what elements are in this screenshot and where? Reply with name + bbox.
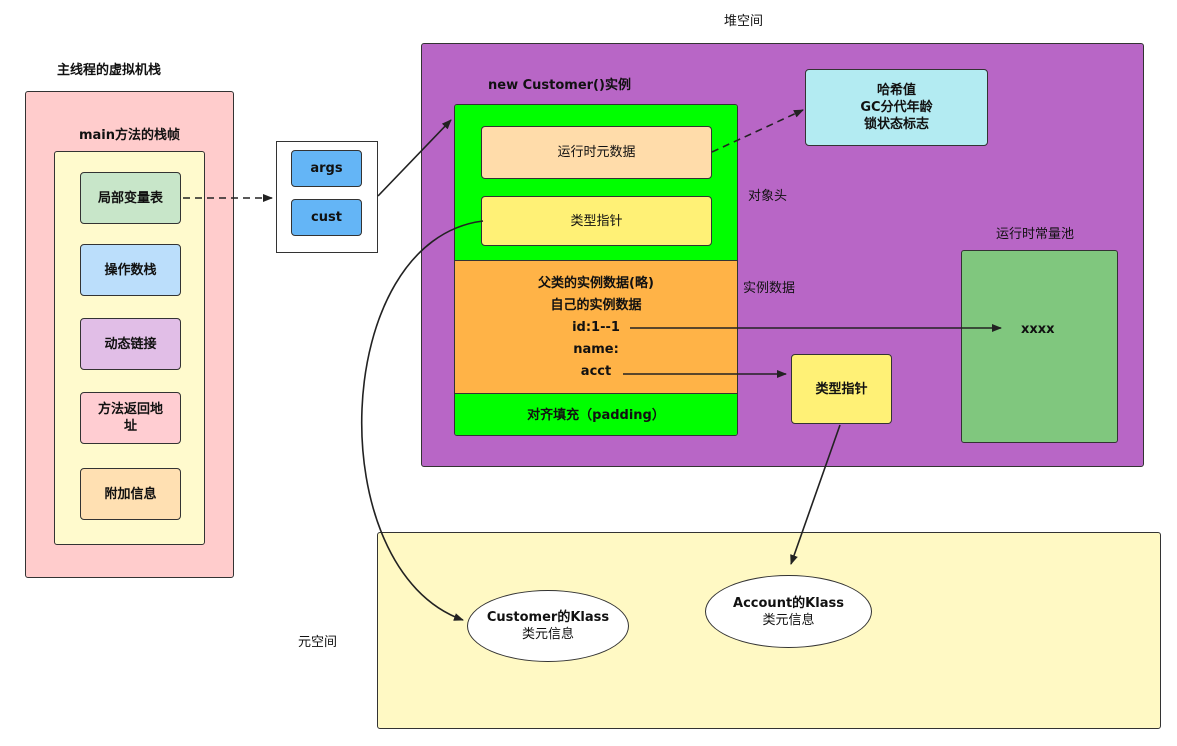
own-instance-data: 自己的实例数据 [550,298,642,313]
mark-hash: 哈希值 [876,83,916,98]
customer-klass: Customer的Klass 类元信息 [467,590,629,662]
stack-title: 主线程的虚拟机栈 [57,63,162,78]
field-name: name: [573,342,619,357]
heap-title: 堆空间 [724,14,764,29]
account-type-pointer-box: 类型指针 [791,354,892,424]
constant-pool-item: xxxx [1021,322,1055,337]
field-id: id:1--1 [572,320,620,335]
customer-klass-name: Customer的Klass [486,610,610,625]
object-title: new Customer()实例 [488,78,631,93]
account-klass-name: Account的Klass [733,595,844,611]
padding-region [455,394,737,435]
dynamic-linking: 动态链接 [80,318,181,370]
instance-data-label: 实例数据 [743,281,796,296]
parent-instance-data: 父类的实例数据(略) [538,276,654,291]
type-pointer-box: 类型指针 [481,196,712,246]
arrow-metadata-to-markword [711,109,804,153]
instance-data-text: 父类的实例数据(略) 自己的实例数据 id:1--1 name: acct [454,273,738,383]
constant-pool-title: 运行时常量池 [996,227,1075,242]
operand-stack: 操作数栈 [80,244,181,296]
customer-klass-meta: 类元信息 [521,627,574,642]
mark-word-box: 哈希值 GC分代年龄 锁状态标志 [805,69,988,146]
extra-info: 附加信息 [80,468,181,520]
frame-title: main方法的栈帧 [78,128,181,143]
runtime-metadata-box: 运行时元数据 [481,126,712,179]
constant-pool [961,250,1118,443]
mark-gc-age: GC分代年龄 [860,100,933,115]
arrow-cust-to-object [377,119,452,197]
arrow-type-pointer-to-customer-klass [360,220,484,621]
object-header-label: 对象头 [748,189,788,204]
account-klass: Account的Klass 类元信息 [705,575,872,648]
field-acct: acct [580,364,612,379]
return-address: 方法返回地 址 [80,392,181,444]
account-klass-meta: 类元信息 [762,612,815,628]
metaspace-title: 元空间 [298,635,338,650]
padding-label: 对齐填充（padding） [527,408,665,423]
arrow-pointer-to-account-klass [790,424,841,565]
mark-lock: 锁状态标志 [863,117,929,132]
var-cust: cust [291,199,362,236]
var-args: args [291,150,362,187]
local-variable-table: 局部变量表 [80,172,181,224]
